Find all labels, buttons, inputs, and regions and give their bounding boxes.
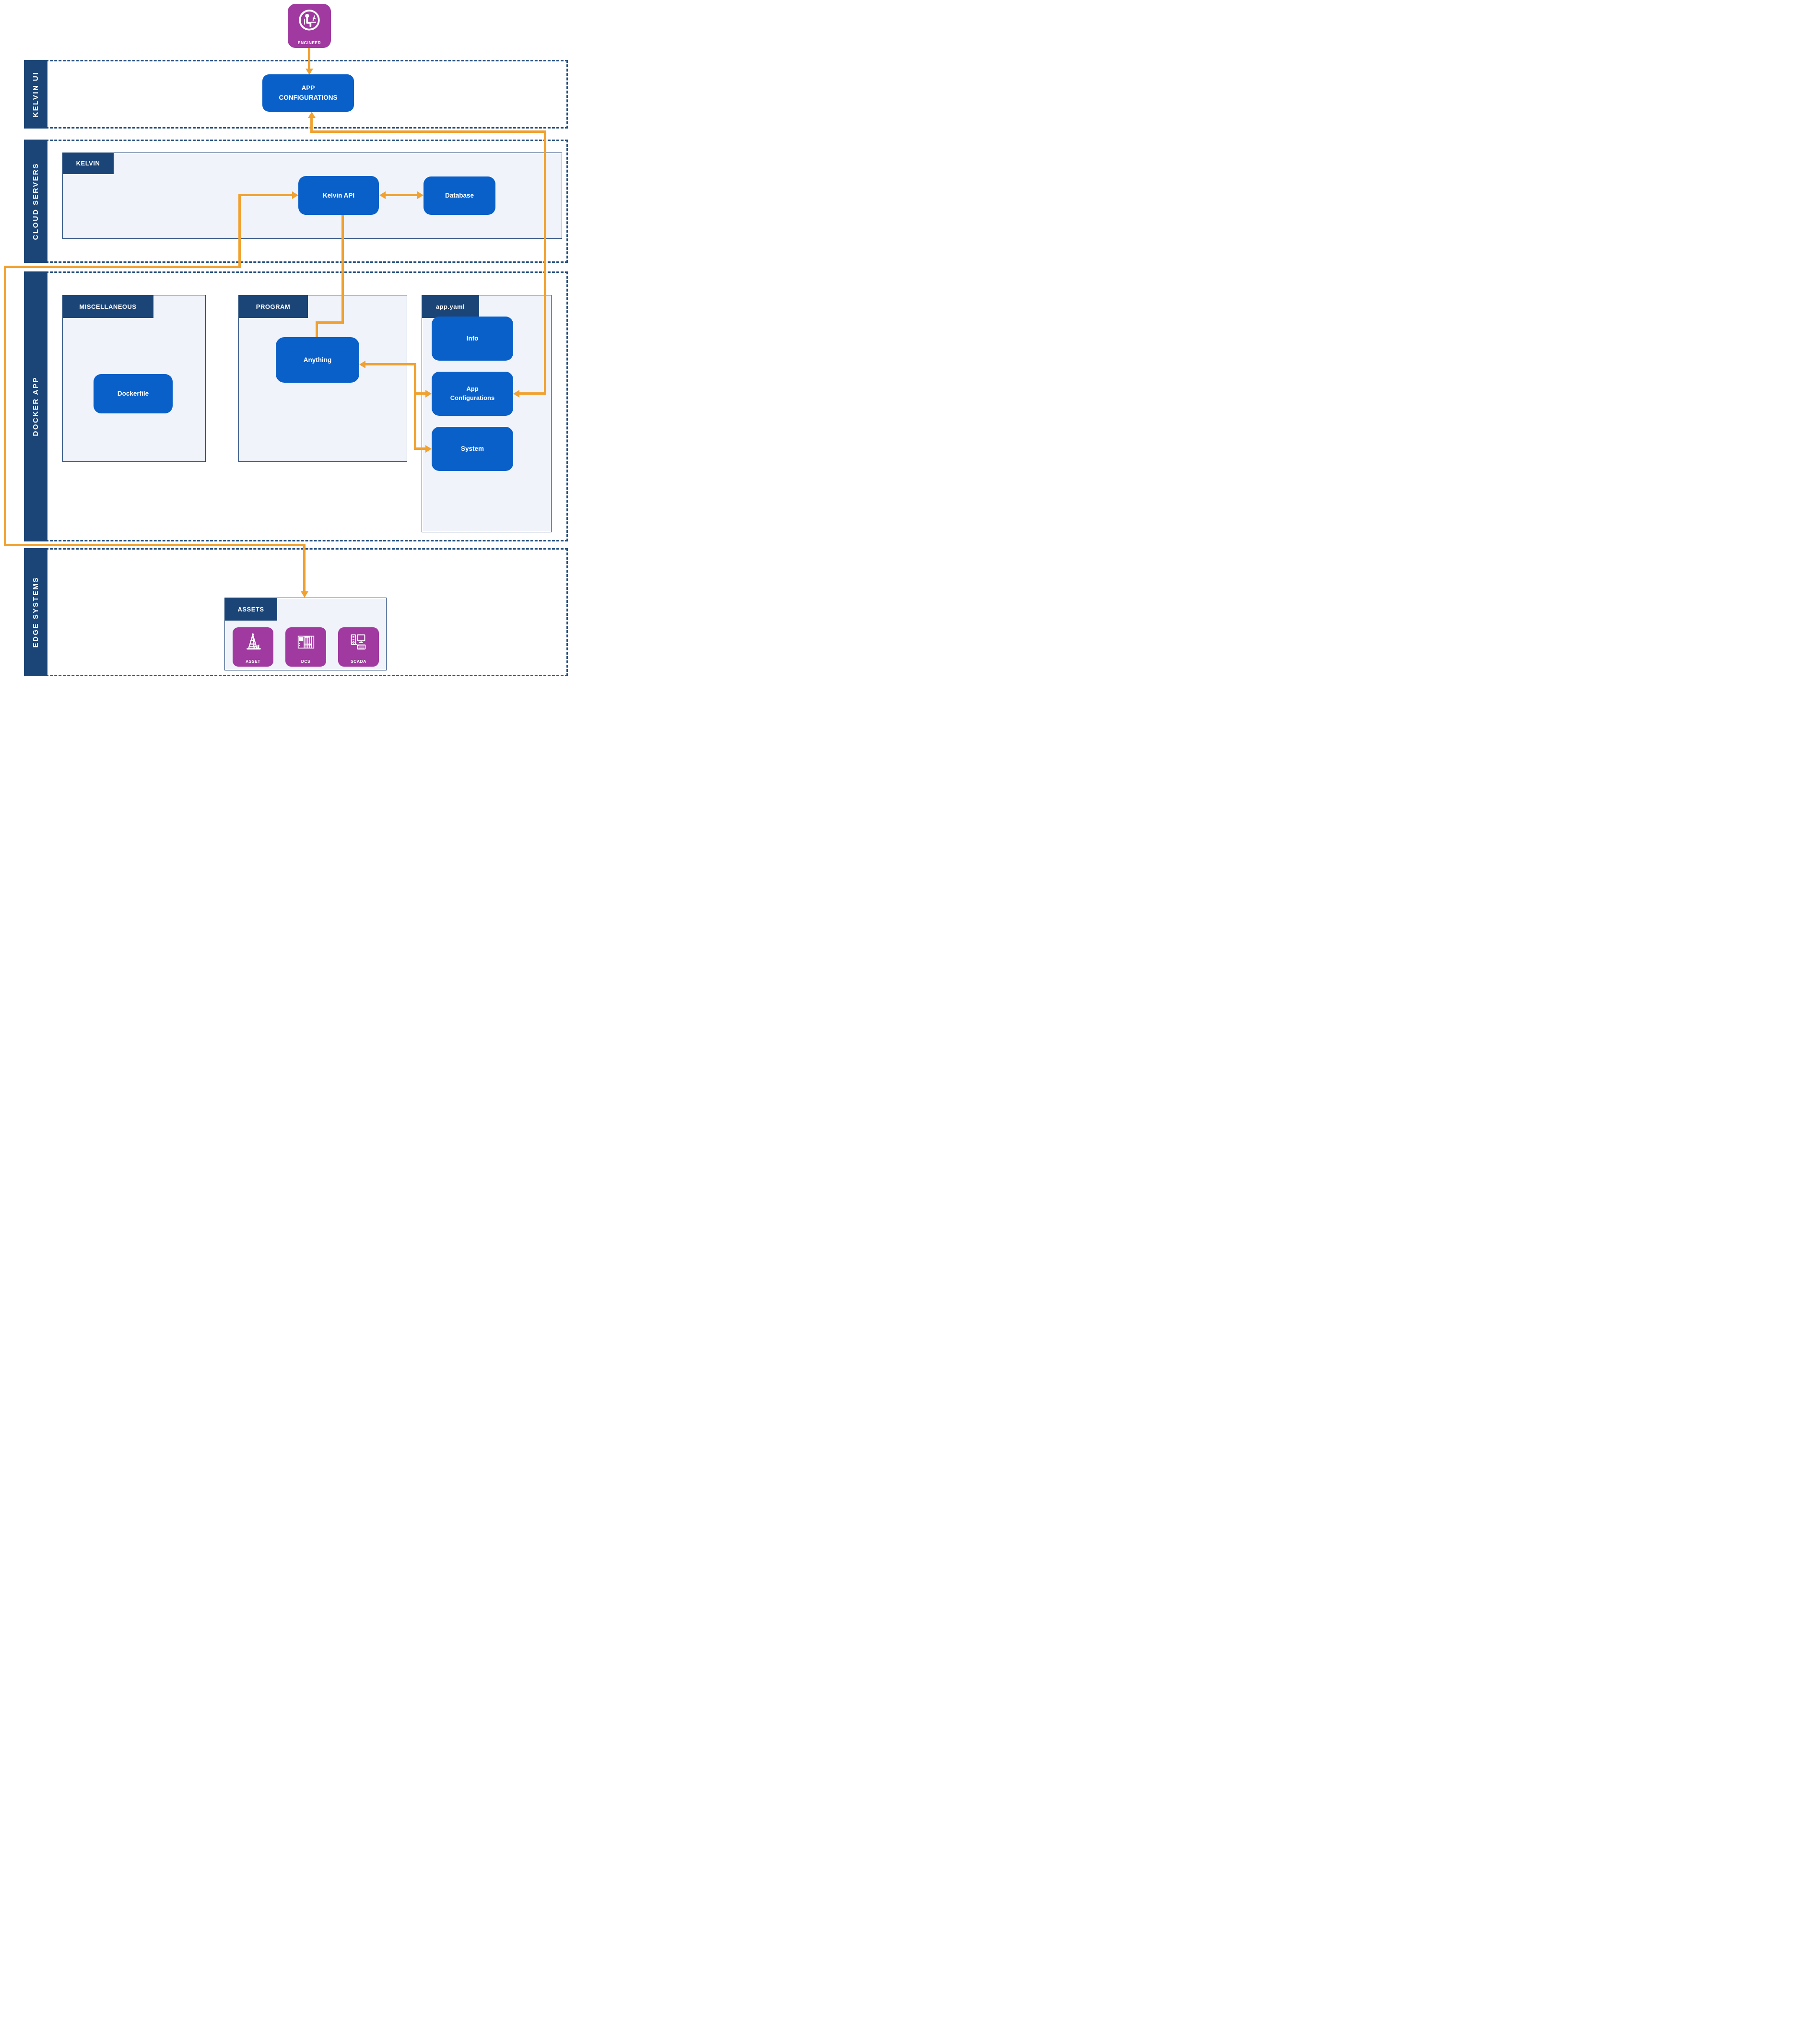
section-label-edge-systems: EDGE SYSTEMS <box>24 548 47 676</box>
connector-yaml-tree-vertical <box>414 363 416 450</box>
dcs-tile-label: DCS <box>301 659 311 664</box>
connector-anything-horizontal <box>365 363 416 365</box>
connector-branch-appconfig <box>414 392 426 395</box>
connector-left-path-to-kelvin-api <box>240 194 293 196</box>
arrowhead-into-appconfig-bottom <box>308 112 316 118</box>
connector-left-path-vertical-upper <box>238 194 241 267</box>
asset-tile-label: ASSET <box>246 659 260 664</box>
scada-tile: SCADA <box>338 627 379 667</box>
engineer-tile: ENGINEER <box>288 4 331 48</box>
arrowhead-into-database-left <box>417 191 424 199</box>
connector-left-path-horizontal-mid <box>4 266 241 268</box>
anything-node: Anything <box>276 337 359 383</box>
connector-left-path-vertical-long <box>4 266 6 545</box>
connector-right-path-into-yaml-appconfig <box>519 392 546 395</box>
dcs-tile: DCS <box>285 627 326 667</box>
info-node: Info <box>432 317 513 361</box>
arrowhead-into-kelvin-api <box>292 191 298 199</box>
yaml-app-configurations-node: App Configurations <box>432 372 513 416</box>
section-label-docker-app: DOCKER APP <box>24 271 47 541</box>
section-label-cloud-servers: CLOUD SERVERS <box>24 140 47 263</box>
kelvin-api-node: Kelvin API <box>298 176 379 215</box>
program-tab: PROGRAM <box>238 295 308 318</box>
connector-right-path-horizontal-top <box>310 130 546 133</box>
arrowhead-into-anything-right <box>359 361 365 368</box>
connector-into-anything-top <box>316 321 318 337</box>
connector-engineer-to-appconfig <box>308 48 310 70</box>
app-yaml-tab: app.yaml <box>422 295 479 318</box>
arrowhead-into-assets <box>301 591 308 598</box>
arrowhead-into-yaml-appconfig-left <box>425 390 432 398</box>
connector-down-to-assets <box>303 544 306 592</box>
assets-tab: ASSETS <box>224 598 277 621</box>
kelvin-container-tab: KELVIN <box>62 153 114 174</box>
diagram-canvas: ENGINEER KELVIN UI CLOUD SERVERS DOCKER … <box>0 0 600 681</box>
arrowhead-into-yaml-appconfig-right <box>513 390 519 398</box>
app-configurations-node: APP CONFIGURATIONS <box>262 74 354 112</box>
connector-right-path-vertical <box>544 130 546 395</box>
engineer-icon <box>296 7 323 36</box>
miscellaneous-tab: MISCELLANEOUS <box>62 295 153 318</box>
connector-kelvinapi-down <box>341 215 344 324</box>
database-node: Database <box>424 176 495 215</box>
dockerfile-node: Dockerfile <box>94 374 173 413</box>
arrowhead-into-kelvinapi-right <box>379 191 386 199</box>
connector-left-path-horizontal-bottom <box>4 544 306 546</box>
asset-tile: ASSET <box>233 627 273 667</box>
engineer-label: ENGINEER <box>297 40 321 45</box>
arrowhead-into-system-left <box>425 445 432 453</box>
connector-kelvinapi-database <box>384 194 419 196</box>
connector-kelvinapi-elbow <box>316 321 344 324</box>
scada-tile-label: SCADA <box>351 659 366 664</box>
connector-branch-system <box>414 447 426 450</box>
section-label-kelvin-ui: KELVIN UI <box>24 60 47 129</box>
system-node: System <box>432 427 513 471</box>
connector-appconfig-down <box>310 117 313 133</box>
arrowhead-into-appconfig-top <box>306 69 313 75</box>
